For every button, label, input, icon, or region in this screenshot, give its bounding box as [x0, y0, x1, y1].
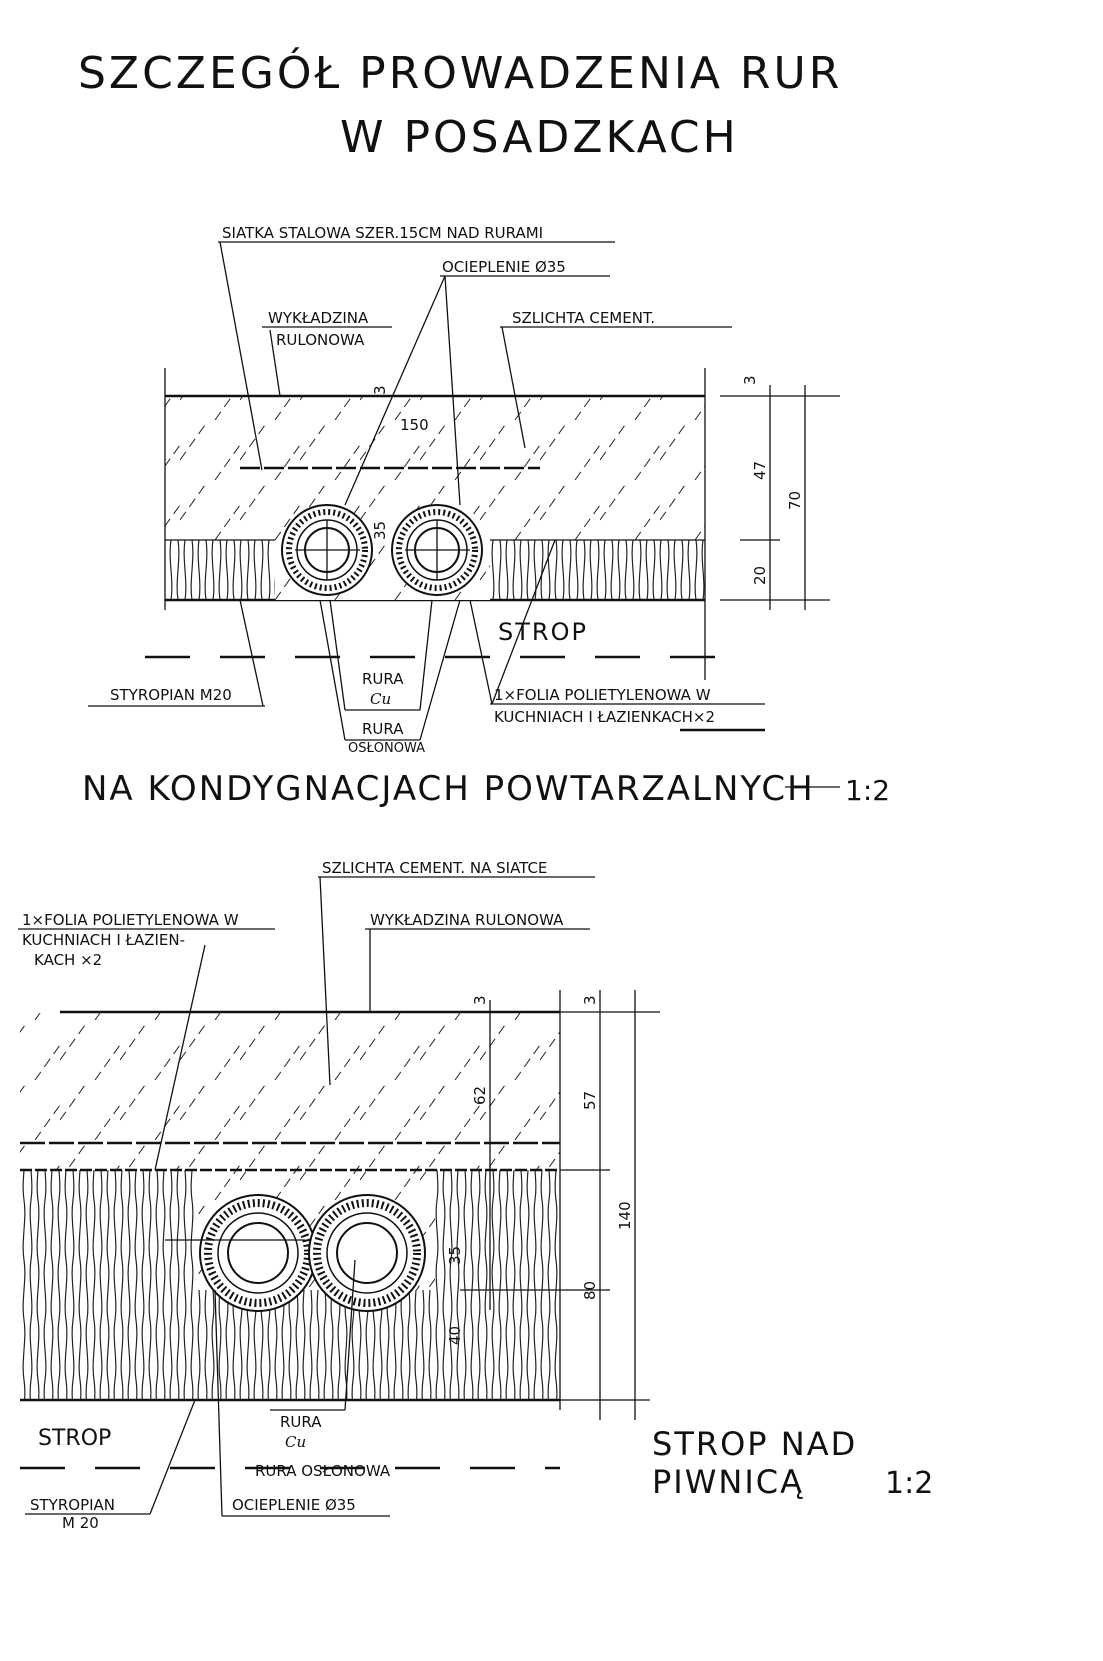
dim-top-1: 3 [471, 995, 489, 1005]
label-foil-1: 1×FOLIA POLIETYLENOWA W [22, 911, 239, 929]
label-sleeve-1: RURA [362, 720, 404, 738]
caption-line2: PIWNICĄ [652, 1463, 804, 1501]
dim-57: 57 [581, 1091, 599, 1110]
label-sleeve: RURA OSŁONOWA [255, 1462, 391, 1480]
dim-top-2: 3 [581, 995, 599, 1005]
label-pipe-cu-2: Cu [370, 690, 391, 708]
title-line2: W POSADZKACH [340, 112, 739, 163]
title-line1: SZCZEGÓŁ PROWADZENIA RUR [78, 46, 842, 99]
section-repeated-floors: 3 47 70 20 150 35 3 SIATKA STALOWA SZER.… [82, 224, 890, 809]
scale-2: 1:2 [885, 1466, 933, 1501]
label-slab: STROP [498, 618, 588, 646]
label-screed: SZLICHTA CEMENT. [512, 309, 655, 327]
dim-width: 150 [400, 416, 429, 434]
label-foil-2: KUCHNIACH I ŁAZIEN- [22, 931, 185, 949]
label-sleeve-2: OSŁONOWA [348, 741, 425, 756]
label-carpet-2: RULONOWA [276, 331, 365, 349]
dim-small: 3 [371, 385, 389, 395]
label-insulation: OCIEPLENIE Ø35 [442, 258, 566, 276]
label-carpet-1: WYKŁADZINA [268, 309, 369, 327]
section-basement-ceiling: 3 3 62 57 140 35 80 40 SZLICHTA CEMENT. … [18, 859, 933, 1532]
pipe-right [391, 504, 483, 596]
label-screed: SZLICHTA CEMENT. NA SIATCE [322, 859, 547, 877]
caption-line1: STROP NAD [652, 1425, 857, 1463]
label-styrofoam: STYROPIAN M20 [110, 686, 232, 704]
dim-insul: 20 [751, 566, 769, 585]
label-foil-3: KACH ×2 [34, 951, 102, 969]
scale-1: 1:2 [845, 774, 890, 807]
label-carpet: WYKŁADZINA RULONOWA [370, 911, 564, 929]
label-pipe-cu-1: RURA [362, 670, 404, 688]
pipe-right [308, 1194, 426, 1312]
label-slab: STROP [38, 1426, 111, 1451]
dim-62: 62 [471, 1086, 489, 1105]
label-foil-1: 1×FOLIA POLIETYLENOWA W [494, 686, 711, 704]
label-styrofoam-2: M 20 [62, 1514, 99, 1532]
dim-screed: 47 [751, 461, 769, 480]
dim-35: 35 [446, 1246, 464, 1265]
dim-total: 70 [786, 491, 804, 510]
label-foil-2: KUCHNIACH I ŁAZIENKACH×2 [494, 708, 715, 726]
dim-top: 3 [741, 375, 759, 385]
pipe-left [281, 504, 373, 596]
dim-140: 140 [616, 1201, 634, 1230]
label-insulation: OCIEPLENIE Ø35 [232, 1496, 356, 1514]
label-pipe-cu-1: RURA [280, 1413, 322, 1431]
dim-80: 80 [581, 1281, 599, 1300]
dim-pipe: 35 [371, 521, 389, 540]
pipe-left [165, 1194, 317, 1312]
dim-40: 40 [446, 1326, 464, 1345]
caption-repeated-floors: NA KONDYGNACJACH POWTARZALNYCH [82, 769, 815, 809]
label-mesh: SIATKA STALOWA SZER.15CM NAD RURAMI [222, 224, 543, 242]
label-styrofoam-1: STYROPIAN [30, 1496, 115, 1514]
label-pipe-cu-2: Cu [285, 1433, 306, 1451]
